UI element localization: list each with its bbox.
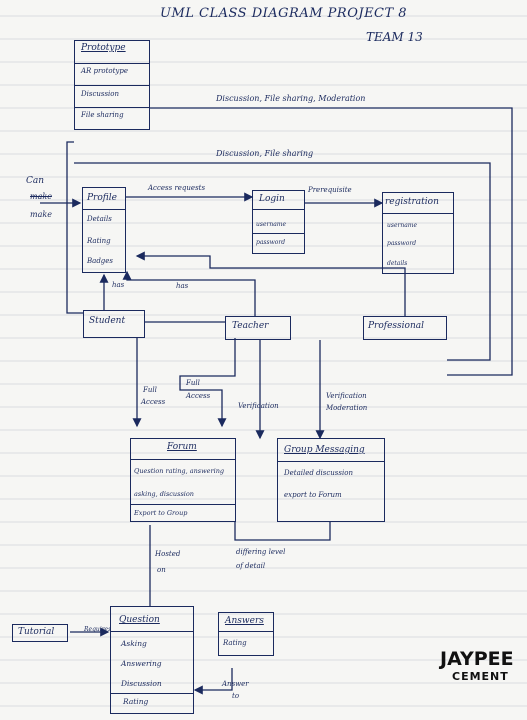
class-name: registration — [385, 197, 439, 207]
class-attr: Discussion — [81, 90, 120, 98]
class-attr: Details — [87, 215, 112, 223]
class-attr: Asking — [121, 639, 147, 648]
hosted-on-label: on — [157, 566, 166, 574]
can-make-label: make — [30, 210, 52, 219]
class-name: Question — [119, 615, 160, 625]
class-question: Question Asking Answering Discussion Rat… — [110, 606, 194, 714]
class-name: Group Messaging — [284, 445, 365, 455]
class-attr: Answering — [121, 659, 162, 668]
class-name: Professional — [368, 321, 425, 331]
full-access-label: Full — [186, 379, 200, 387]
answer-to-arrow — [193, 668, 233, 695]
class-attr: password — [387, 240, 417, 247]
hosted-on-label: Hosted — [155, 550, 181, 558]
full-access-teacher — [179, 338, 236, 428]
has-arrow-prof — [135, 251, 406, 316]
class-prototype: Prototype AR prototype Discussion File s… — [74, 40, 150, 130]
class-attr: details — [387, 260, 408, 267]
forum-group-link — [234, 522, 331, 541]
answer-to-label: Answer — [222, 680, 249, 688]
proto-top-label: Discussion, File sharing, Moderation — [216, 94, 366, 103]
prerequisite-label: Prerequisite — [308, 186, 352, 194]
has-label: has — [176, 282, 189, 290]
class-name: Forum — [167, 442, 197, 452]
has-arrow-teacher — [122, 270, 256, 316]
class-registration: registration username password details — [382, 192, 454, 274]
class-professional: Professional — [363, 316, 447, 340]
class-attr: Rating — [223, 639, 247, 647]
class-attr: export to Forum — [284, 491, 342, 499]
class-group-messaging: Group Messaging Detailed discussion expo… — [277, 438, 385, 522]
answer-to-label: to — [232, 692, 240, 700]
class-attr: Question rating, answering — [134, 467, 225, 475]
class-teacher: Teacher — [225, 316, 291, 340]
class-attr: Rating — [123, 697, 149, 706]
class-attr: Discussion — [121, 679, 162, 688]
full-access-label: Access — [141, 398, 166, 406]
class-attr: Export to Group — [134, 509, 188, 517]
class-login: Login username password — [252, 190, 305, 254]
class-name: Tutorial — [18, 627, 55, 637]
can-make-label: make — [30, 192, 52, 201]
class-tutorial: Tutorial — [12, 624, 68, 642]
class-forum: Forum Question rating, answering asking,… — [130, 438, 236, 522]
class-answers: Answers Rating — [218, 612, 274, 656]
class-name: Prototype — [81, 43, 126, 53]
proto-right-line — [74, 162, 491, 361]
can-make-label: Can — [26, 176, 45, 186]
verification-moderation-label: Moderation — [326, 404, 368, 412]
class-name: Teacher — [232, 321, 269, 331]
class-name: Student — [89, 316, 126, 326]
proto-top-line — [150, 107, 513, 376]
class-attr: password — [256, 239, 286, 246]
proto-mid-line — [66, 141, 74, 150]
requires-label: Requires — [84, 626, 112, 633]
class-attr: asking, discussion — [134, 490, 194, 498]
access-requests-label: Access requests — [148, 184, 206, 192]
class-attr: File sharing — [81, 111, 124, 119]
class-attr: Badges — [87, 257, 114, 265]
class-attr: Rating — [87, 237, 111, 245]
differing-label: differing level — [236, 548, 286, 556]
proto-mid-label: Discussion, File sharing — [216, 149, 314, 158]
class-attr: username — [387, 222, 418, 229]
class-attr: AR prototype — [81, 67, 129, 75]
class-name: Answers — [225, 616, 264, 626]
has-label: has — [112, 281, 125, 289]
diagram-title: UML CLASS DIAGRAM PROJECT 8 — [160, 6, 408, 21]
verification-moderation-label: Verification — [326, 392, 367, 400]
class-profile: Profile Details Rating Badges — [82, 187, 126, 273]
logo-line-2: CEMENT — [452, 670, 509, 683]
proto-mid-line-2 — [66, 150, 83, 314]
verification-label: Verification — [238, 402, 279, 410]
class-attr: Detailed discussion — [284, 469, 353, 477]
full-access-label: Access — [186, 392, 211, 400]
class-attr: username — [256, 221, 287, 228]
class-name: Login — [259, 194, 285, 204]
team-label: TEAM 13 — [366, 30, 423, 44]
logo-line-1: JAYPEE — [440, 648, 514, 670]
class-name: Profile — [87, 193, 117, 203]
differing-label: of detail — [236, 562, 266, 570]
jaypee-logo: JAYPEE CEMENT — [440, 648, 527, 693]
full-access-label: Full — [143, 386, 157, 394]
class-student: Student — [83, 310, 145, 338]
